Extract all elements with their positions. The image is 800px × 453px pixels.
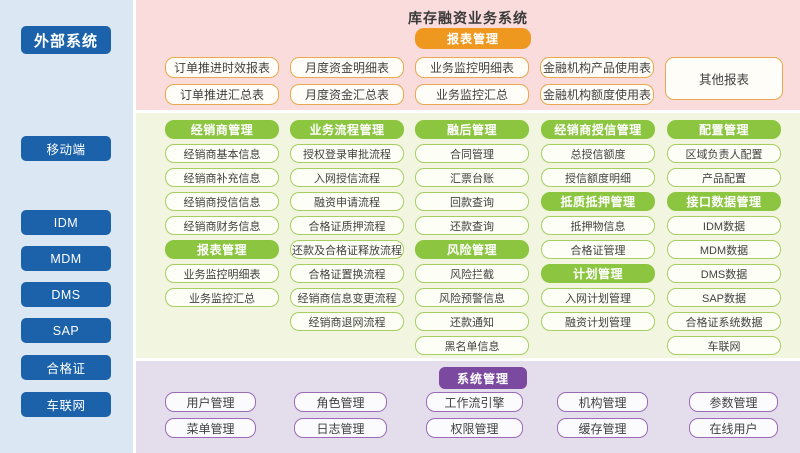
report-box: 月度资金汇总表 [290,84,404,105]
module-item: DMS数据 [667,264,781,283]
system-box: 机构管理 [557,392,648,412]
module-column: 融后管理合同管理汇票台账回款查询还款查询风险管理风险拦截风险预警信息还款通知黑名… [415,120,529,355]
module-item: 还款通知 [415,312,529,331]
sidebar-item: 车联网 [21,392,111,417]
module-item: 合格证系统数据 [667,312,781,331]
module-item: 产品配置 [667,168,781,187]
module-group-header: 经销商授信管理 [541,120,655,139]
system-box: 权限管理 [426,418,523,438]
module-item: SAP数据 [667,288,781,307]
module-column: 配置管理区域负责人配置产品配置接口数据管理 IDM数据 MDM数据 DMS数据 SAP数… [667,120,781,355]
module-item: 融资计划管理 [541,312,655,331]
module-item: 黑名单信息 [415,336,529,355]
report-box: 金融机构产品使用表 [540,57,654,78]
external-systems-sidebar: 外部系统 移动端 IDM MDM DMS SAP 合格证车联网 [0,0,133,453]
module-group-header: 报表管理 [165,240,279,259]
module-item: 经销商信息变更流程 [290,288,404,307]
module-item: 回款查询 [415,192,529,211]
report-box: 业务监控明细表 [415,57,529,78]
sidebar-item: DMS [21,282,111,307]
module-group-header: 风险管理 [415,240,529,259]
module-item: 入网计划管理 [541,288,655,307]
module-item: 合同管理 [415,144,529,163]
module-item: 抵押物信息 [541,216,655,235]
system-box: 缓存管理 [557,418,648,438]
system-box: 日志管理 [294,418,387,438]
sidebar-item: IDM [21,210,111,235]
module-item: IDM数据 [667,216,781,235]
sidebar-item: 移动端 [21,136,111,161]
module-item: 经销商基本信息 [165,144,279,163]
system-box: 参数管理 [689,392,778,412]
module-group-header: 计划管理 [541,264,655,283]
module-group-header: 抵质抵押管理 [541,192,655,211]
module-item: 经销商退网流程 [290,312,404,331]
module-item: MDM数据 [667,240,781,259]
report-section-header: 报表管理 [415,28,531,49]
module-item: 还款及合格证释放流程 [290,240,404,259]
module-item: 风险预警信息 [415,288,529,307]
module-item: 合格证置换流程 [290,264,404,283]
module-column: 业务流程管理授权登录审批流程入网授信流程融资申请流程合格证质押流程还款及合格证释… [290,120,404,331]
external-systems-header: 外部系统 [21,26,111,54]
module-item: 入网授信流程 [290,168,404,187]
system-box: 菜单管理 [165,418,256,438]
module-item: 经销商授信信息 [165,192,279,211]
report-box: 金融机构额度使用表 [540,84,654,105]
report-section: 库存融资业务系统 报表管理 其他报表 订单推进时效报表订单推进汇总表月度资金明细… [136,0,800,110]
module-item: 经销商补充信息 [165,168,279,187]
module-item: 业务监控汇总 [165,288,279,307]
module-item: 授权登录审批流程 [290,144,404,163]
module-item: 融资申请流程 [290,192,404,211]
module-item: 总授信额度 [541,144,655,163]
system-box: 工作流引擎 [426,392,523,412]
sidebar-item: 合格证 [21,355,111,380]
page-title: 库存融资业务系统 [408,10,528,26]
module-item: 合格证质押流程 [290,216,404,235]
report-box: 订单推进时效报表 [165,57,279,78]
system-box: 角色管理 [294,392,387,412]
report-box: 月度资金明细表 [290,57,404,78]
system-box: 在线用户 [689,418,778,438]
report-box: 业务监控汇总 [415,84,529,105]
module-item: 业务监控明细表 [165,264,279,283]
system-section-header: 系统管理 [439,367,527,389]
module-section: 经销商管理经销商基本信息经销商补充信息经销商授信信息经销商财务信息报表管理业务监… [136,113,800,358]
module-item: 合格证管理 [541,240,655,259]
module-item: 授信额度明细 [541,168,655,187]
sidebar-item: SAP [21,318,111,343]
report-box: 订单推进汇总表 [165,84,279,105]
module-item: 汇票台账 [415,168,529,187]
module-group-header: 业务流程管理 [290,120,404,139]
module-item: 风险拦截 [415,264,529,283]
system-section: 系统管理 用户管理菜单管理 角色管理日志管理 工作流引擎权限管理 机构管理缓存管理 参数… [136,361,800,453]
module-group-header: 配置管理 [667,120,781,139]
module-item: 还款查询 [415,216,529,235]
module-item: 车联网 [667,336,781,355]
sidebar-item: MDM [21,246,111,271]
module-group-header: 接口数据管理 [667,192,781,211]
system-box: 用户管理 [165,392,256,412]
module-item: 区域负责人配置 [667,144,781,163]
module-item: 经销商财务信息 [165,216,279,235]
report-box-other: 其他报表 [665,57,783,100]
module-group-header: 融后管理 [415,120,529,139]
module-group-header: 经销商管理 [165,120,279,139]
module-column: 经销商授信管理总授信额度授信额度明细抵质抵押管理抵押物信息合格证管理计划管理入网… [541,120,655,331]
module-column: 经销商管理经销商基本信息经销商补充信息经销商授信信息经销商财务信息报表管理业务监… [165,120,279,307]
